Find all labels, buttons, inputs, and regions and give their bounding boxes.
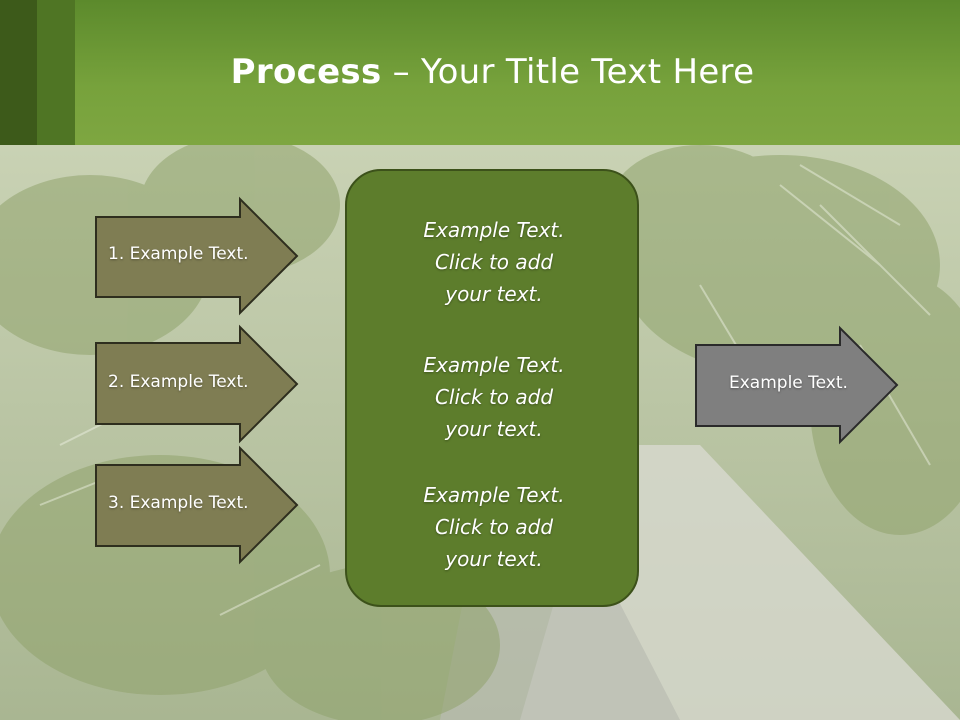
header-accent-stripe-light (37, 0, 75, 145)
title-bar: Process – Your Title Text Here (0, 0, 960, 145)
output-arrow-label: Example Text. (729, 373, 848, 393)
center-paragraph-line: Click to add (434, 515, 554, 539)
center-paragraph-3: Example Text. Click to add your text. (347, 479, 641, 575)
center-process-box[interactable]: Example Text. Click to add your text. Ex… (345, 169, 639, 607)
center-paragraph-1: Example Text. Click to add your text. (347, 214, 641, 310)
slide-title[interactable]: Process – Your Title Text Here (0, 52, 960, 92)
output-arrow[interactable] (695, 325, 899, 445)
center-paragraph-line: your text. (445, 282, 543, 306)
input-arrow-2[interactable] (95, 324, 299, 444)
center-paragraph-line: Example Text. (423, 218, 565, 242)
input-arrow-1[interactable] (95, 196, 299, 316)
center-paragraph-line: Example Text. (423, 353, 565, 377)
slide-title-rest: – Your Title Text Here (381, 52, 755, 92)
input-arrow-1-label: 1. Example Text. (108, 244, 249, 264)
center-paragraph-line: your text. (445, 547, 543, 571)
center-paragraph-line: your text. (445, 417, 543, 441)
center-paragraph-line: Click to add (434, 250, 554, 274)
center-paragraph-2: Example Text. Click to add your text. (347, 349, 641, 445)
input-arrow-3[interactable] (95, 445, 299, 565)
center-paragraph-line: Click to add (434, 385, 554, 409)
slide-title-bold: Process (230, 52, 382, 92)
center-paragraph-line: Example Text. (423, 483, 565, 507)
input-arrow-2-label: 2. Example Text. (108, 372, 249, 392)
header-accent-stripe (0, 0, 37, 145)
input-arrow-3-label: 3. Example Text. (108, 493, 249, 513)
